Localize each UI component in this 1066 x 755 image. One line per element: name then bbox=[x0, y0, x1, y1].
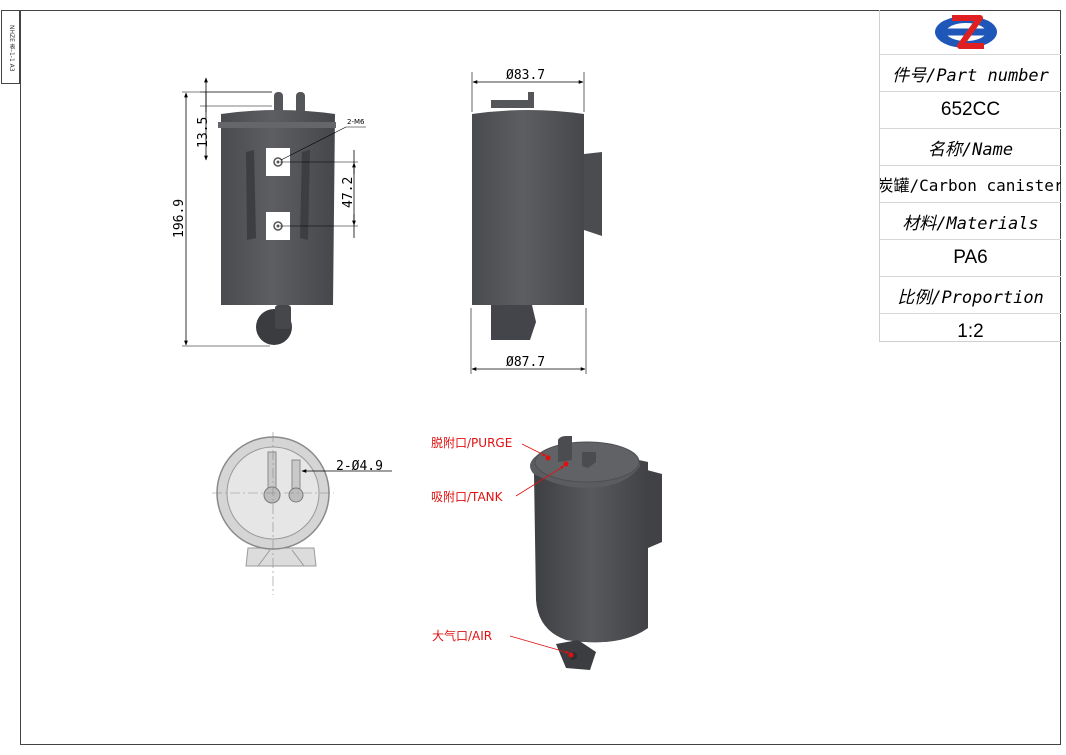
proportion-label: 比例/Proportion bbox=[880, 277, 1061, 314]
callout-purge: 脱附口/PURGE bbox=[431, 435, 512, 450]
top-view: 2-Ø4.9 bbox=[212, 432, 392, 595]
front-view: 13.5 196.9 47.2 2-M6 bbox=[172, 77, 366, 347]
front-thread-label: 2-M6 bbox=[347, 118, 365, 126]
materials-value: PA6 bbox=[880, 240, 1061, 277]
part-number-label: 件号/Part number bbox=[880, 55, 1061, 92]
side-bracket bbox=[584, 152, 602, 236]
callout-tank: 吸附口/TANK bbox=[431, 490, 504, 504]
name-label: 名称/Name bbox=[880, 129, 1061, 166]
part-number-value: 652CC bbox=[880, 92, 1061, 129]
front-body bbox=[221, 110, 335, 305]
front-height-dim: 196.9 bbox=[172, 199, 187, 238]
materials-label: 材料/Materials bbox=[880, 203, 1061, 240]
side-strip: NHZE 表-1-1 A3 bbox=[1, 10, 20, 84]
front-purge-port bbox=[274, 92, 283, 114]
front-tank-port bbox=[296, 92, 305, 114]
side-air-port bbox=[491, 305, 536, 340]
side-port-tube bbox=[491, 92, 534, 108]
title-block: 件号/Part number 652CC 名称/Name 炭罐/Carbon c… bbox=[879, 10, 1061, 342]
proportion-value: 1:2 bbox=[957, 321, 984, 342]
logo-icon bbox=[935, 15, 997, 49]
front-rib-left bbox=[246, 150, 256, 240]
side-view: Ø83.7 Ø87.7 bbox=[470, 68, 602, 374]
front-rib-right bbox=[300, 150, 310, 240]
name-value: 炭罐/Carbon canister bbox=[880, 166, 1061, 203]
drawing-frame bbox=[20, 10, 1061, 745]
side-top-diameter-dim: Ø83.7 bbox=[506, 68, 545, 83]
isometric-view: 脱附口/PURGE 吸附口/TANK 大气口/AIR bbox=[431, 435, 662, 670]
side-label: NHZE 表-1-1 A3 bbox=[8, 25, 15, 72]
top-port-diameter-dim: 2-Ø4.9 bbox=[336, 459, 383, 474]
iso-bracket bbox=[647, 470, 662, 548]
front-top-offset-dim: 13.5 bbox=[196, 117, 211, 148]
company-logo bbox=[880, 10, 1061, 55]
side-body bbox=[472, 110, 584, 305]
callout-air: 大气口/AIR bbox=[432, 628, 492, 643]
side-bottom-diameter-dim: Ø87.7 bbox=[506, 355, 545, 370]
front-hole-pitch-dim: 47.2 bbox=[341, 177, 356, 208]
